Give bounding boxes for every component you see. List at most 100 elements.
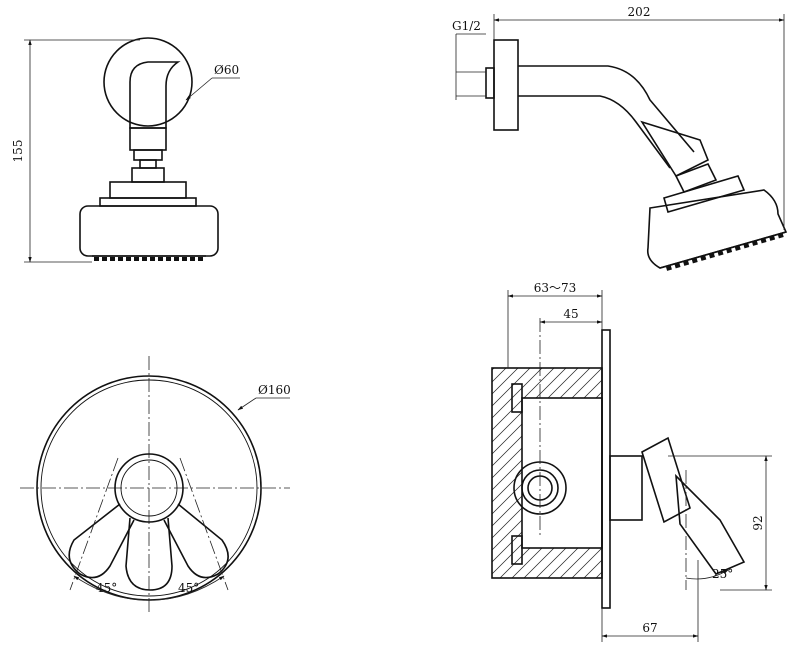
angle-left-label: 45°	[96, 581, 117, 595]
hatch-line	[492, 368, 602, 578]
nozzle	[158, 257, 163, 261]
mount-lug-bottom	[511, 535, 523, 565]
plate-diameter-label: Ø160	[258, 383, 291, 397]
angle-line-left	[69, 457, 119, 591]
hatch-line	[595, 368, 602, 578]
hatch-line	[492, 368, 602, 578]
shower-head	[79, 205, 219, 257]
hatch-line	[492, 368, 602, 578]
hatch-line	[523, 368, 602, 578]
hatch-line	[492, 368, 531, 578]
handle-lever-center	[125, 517, 173, 591]
cover-plate-side	[601, 329, 611, 609]
wall-depth-label: 63～73	[534, 281, 577, 295]
swivel-side	[674, 162, 718, 194]
hatch-line	[535, 368, 602, 578]
nozzle	[665, 265, 672, 271]
hatch-line	[492, 368, 602, 578]
hatch-line	[492, 368, 602, 578]
arm-elbow	[129, 61, 181, 129]
hatch-line	[492, 368, 591, 578]
nozzle	[743, 243, 750, 249]
hatch-line	[492, 368, 567, 578]
nozzle-row	[94, 257, 203, 261]
head-collar-side	[663, 175, 746, 213]
wall-hatching	[272, 368, 793, 578]
hatch-line	[571, 368, 602, 578]
handle-hub	[114, 453, 184, 523]
nozzle	[683, 260, 690, 266]
nozzle	[126, 257, 131, 261]
nozzle	[182, 257, 187, 261]
hatch-line	[492, 368, 495, 578]
length-label: 202	[628, 5, 651, 19]
hatch-line	[620, 368, 793, 578]
shower-side-view: 202 G1/2	[452, 5, 788, 271]
handle-body-side	[641, 436, 691, 524]
nozzle	[769, 235, 776, 241]
swivel	[131, 167, 165, 183]
ball-joint	[133, 149, 163, 161]
hatch-line	[492, 368, 602, 578]
flange-diameter-label: Ø60	[214, 63, 239, 77]
hatch-line	[492, 368, 602, 578]
wall-flange-side	[493, 39, 519, 131]
arm-top	[518, 65, 695, 153]
nozzle	[709, 253, 715, 259]
thread-stub	[485, 67, 495, 99]
tilt-arc	[685, 569, 729, 580]
trim-front-view: 45° 45° Ø160	[20, 356, 291, 612]
nozzle-row-side	[665, 233, 784, 271]
hatch-line	[547, 368, 602, 578]
leader	[237, 397, 257, 411]
leader	[185, 77, 213, 101]
nozzle	[118, 257, 123, 261]
angle-arc-right	[151, 575, 225, 601]
handle-hub-inner	[120, 459, 178, 517]
nozzle	[717, 250, 724, 256]
hatch-line	[492, 368, 555, 578]
shower-head-side	[646, 189, 788, 269]
hatch-line	[511, 368, 602, 578]
arm-neck	[129, 127, 167, 151]
nozzle	[150, 257, 155, 261]
nozzle	[134, 257, 139, 261]
wall-flange	[103, 37, 193, 127]
nozzle	[102, 257, 107, 261]
hatch-line	[492, 368, 519, 578]
nozzle	[777, 233, 784, 239]
nozzle	[166, 257, 171, 261]
handle-lever-right	[163, 503, 229, 579]
nozzle	[734, 245, 741, 251]
angle-arc-left	[73, 575, 147, 601]
nozzle	[752, 240, 758, 246]
arm-bottom	[518, 95, 671, 169]
hatch-line	[492, 368, 579, 578]
handle-lever-left	[68, 503, 135, 579]
handle-lever-side	[675, 473, 746, 575]
handle-tilt-label: 25°	[712, 567, 733, 581]
hatch-line	[492, 368, 543, 578]
nozzle	[691, 258, 698, 264]
nozzle	[94, 257, 99, 261]
hatch-line	[608, 368, 793, 578]
nozzle	[174, 257, 179, 261]
shower-front-view: 155 Ø60	[11, 37, 240, 263]
angle-line-right	[179, 457, 229, 591]
nozzle	[198, 257, 203, 261]
height-label: 155	[11, 140, 25, 163]
hatch-line	[559, 368, 602, 578]
valve-section-view: 63～73 45 92 67 25°	[272, 281, 793, 642]
hatch-line	[272, 368, 482, 578]
nozzle	[760, 238, 767, 244]
head-face-side	[659, 231, 787, 269]
nozzle	[700, 255, 707, 261]
nozzle	[142, 257, 147, 261]
joint-nut	[139, 159, 157, 169]
handle-sleeve	[609, 455, 643, 521]
thread-label: G1/2	[452, 19, 481, 33]
pipe-offset-label: 45	[563, 307, 578, 321]
mount-lug-top	[511, 383, 523, 413]
nozzle	[190, 257, 195, 261]
